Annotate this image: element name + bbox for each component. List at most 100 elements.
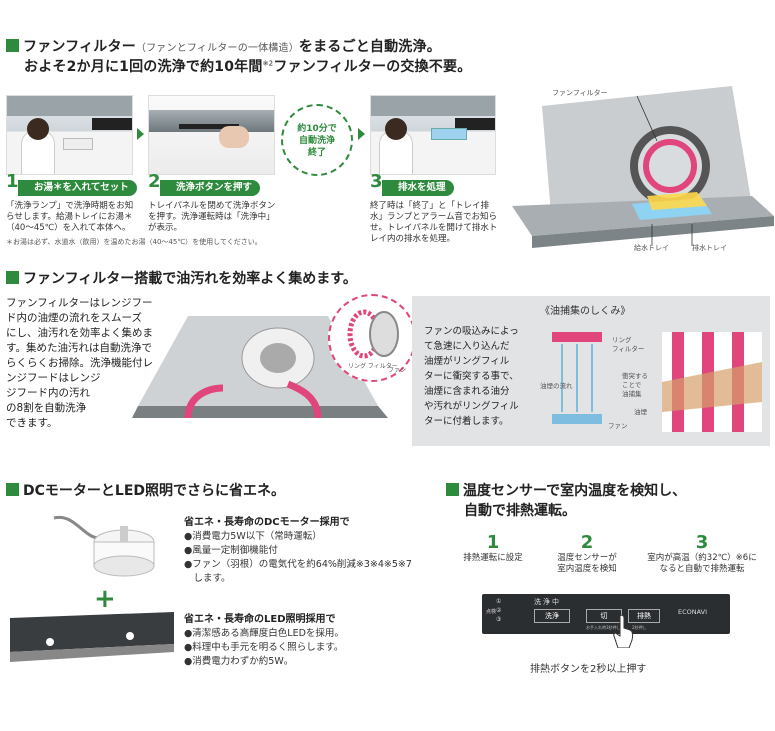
body-line: ファンフィルターはレンジフー [6,297,153,309]
heat-button-caption: 排熱ボタンを2秒以上押す [530,664,647,675]
step3-photo [370,95,496,175]
title-text: ファンフィルター [23,39,136,55]
plus-icon: + [94,584,116,614]
section3-title: DCモーターとLED照明でさらに省エネ。 [6,480,285,500]
motor-title: 省エネ・長寿命のDCモーター採用で [184,517,350,528]
heat-step-1: 1 排熱運転に設定 [448,532,538,564]
step2-photo [148,95,275,175]
mech-line: や汚れがリングフィル [424,401,519,412]
title-text-b: をまるごと自動洗浄。 [298,39,441,55]
led-title: 省エネ・長寿命のLED照明採用で [184,614,336,625]
heat-button-sub: 2秒押し [632,625,647,630]
supply-tray-label: 給水トレイ [634,244,669,252]
mech-line: 油煙がリングフィル [424,356,510,367]
oil-mechanism-panel: 《油捕集のしくみ》 ファンの吸込みによっ て急速に入り込んだ 油煙がリングフィル… [412,296,770,446]
mechanism-title: 《油捕集のしくみ》 [540,306,631,317]
econavi-logo: ECONAVI [678,608,708,616]
mechanism-text: ファンの吸込みによっ て急速に入り込んだ 油煙がリングフィル ターに衝突する事で… [424,324,550,429]
step-number: 2 [148,171,161,192]
title-small: （ファンとフィルターの一体構造） [135,43,299,54]
mechanism-svg [552,332,762,432]
section2-body: ファンフィルターはレンジフー ド内の油煙の流れをスムーズ にし、油汚れを効率よく… [6,296,186,431]
range-hood-svg [512,86,774,248]
drain-tray-label: 排水トレイ [692,244,727,252]
arrow-right-icon [358,128,365,140]
hand-svg [613,614,634,649]
fan-callout-label: ファン [388,367,407,374]
mech-line: ターに衝突する事で、 [424,371,519,382]
mech-line: て急速に入り込んだ [424,341,510,352]
mech-oil-smoke-label: 油煙 [634,408,647,416]
dc-motor-image [44,508,164,588]
step-number: 2 [580,532,594,553]
green-square-icon [446,483,459,496]
step1-tag: 1 お湯＊を入れてセット [6,173,137,196]
motor-bullet: ●消費電力5W以下（常時運転） [184,531,322,542]
step2-desc: トレイパネルを閉めて洗浄ボタンを押す。洗浄運転時は「洗浄中」が表示。 [148,201,276,233]
motor-bullet: ●ファン（羽根）の電気代を約64%削減※3※4※5※7 [184,559,412,570]
step-text: 室内が高温（約32℃）※6に なると自動で排熱運転 [647,553,757,574]
body-line: できます。 [6,417,58,429]
heat-exhaust-button[interactable]: 排熱 [628,609,660,623]
panel-side-label: 点検 [486,609,497,615]
title-line2b-text: ファンフィルターの交換不要。 [273,59,472,75]
step-number: 1 [6,171,19,192]
dc-motor-svg [53,515,155,577]
wash-button[interactable]: 洗浄 [534,609,570,623]
ring-filter-callout-label: リング フィルター [348,363,398,370]
body-line: にし、油汚れを効率よく集めま [6,327,153,339]
mech-line: ファンの吸込みによっ [424,326,519,337]
step1-desc: 「洗浄ランプ」で洗浄時期をお知らせします。給湯トレイにお湯＊（40～45℃）を入… [6,201,134,233]
auto-wash-circle: 約10分で 自動洗浄 終了 [281,104,353,176]
green-square-icon [6,39,19,52]
control-panel: ① ② ③ 点検 洗浄中 洗浄 切 お手入れ時3秒押し 排熱 2秒押し ECON… [482,594,730,634]
mech-line: 油煙に含まれる油分 [424,386,510,397]
heat-step-2: 2 温度センサーが 室内温度を検知 [542,532,632,575]
mech-fan-label: ファン [608,422,628,430]
fan-filter-label: ファンフィルター [552,89,608,97]
step-number: 1 [486,532,500,553]
led-bullet: ●消費電力わずか約5W。 [184,656,294,667]
hot-water-note: ＊お湯は必ず、水道水（飲用）を温めたお湯（40～45℃）を使用してください。 [6,238,262,246]
step-text: 排熱運転に設定 [463,553,523,563]
body-line: ド内の油煙の流れをスムーズ [6,312,142,324]
body-line: す。集めた油汚れは自動洗浄で [6,342,152,354]
step3-desc: 終了時は「終了」と「トレイ排水」ランプとアラーム音でお知らせ。トレイパネルを開け… [370,201,498,244]
section4-title-line1: 温度センサーで室内温度を検知し、 [446,480,686,500]
motor-bullets: ●消費電力5W以下（常時運転） ●風量一定制御機能付 ●ファン（羽根）の電気代を… [184,530,412,586]
body-line: らくらくお掃除。洗浄機能付レ [6,357,153,369]
led-bullet: ●料理中も手元を明るく照らします。 [184,642,344,653]
step1-photo [6,95,133,175]
fan-filter-callout: リング フィルター ファン [328,294,416,382]
row-num: ② [496,607,502,614]
section2-title-text: ファンフィルター搭載で油汚れを効率よく集めます。 [23,271,357,287]
section3-title-text: DCモーターとLED照明でさらに省エネ。 [23,483,286,499]
mech-line: ターに付着します。 [424,416,509,427]
hand-pointer-icon [612,614,634,649]
step3-tag: 3 排水を処理 [370,173,454,196]
green-square-icon [6,271,19,284]
circle-text-1: 約10分で [297,124,337,134]
range-hood-diagram: ファンフィルター 給水トレイ 排水トレイ [512,86,774,258]
section4-title-line2: 自動で排熱運転。 [464,503,576,519]
step-number: 3 [695,532,709,553]
panel-row-nums: ① ② ③ [496,597,501,624]
circle-text-2: 自動洗浄 [298,136,335,146]
motor-bullet: します。 [184,573,231,584]
section1-title-line1: ファンフィルター（ファンとフィルターの一体構造）をまるごと自動洗浄。 [6,36,441,56]
arrow-right-icon [137,128,144,140]
body-line: の8割を自動洗浄 [6,402,87,414]
step-label: お湯＊を入れてセット [34,182,129,193]
step-number: 3 [370,171,383,192]
motor-bullet: ●風量一定制御機能付 [184,545,278,556]
row-num: ① [496,598,502,605]
title-line2-text: およそ2か月に1回の洗浄で約10年間 [24,59,263,75]
step-label: 排水を処理 [398,182,446,193]
led-hood-svg [10,612,174,662]
hood-cutaway-svg [132,316,388,419]
washing-indicator: 洗浄中 [534,598,561,606]
led-bullet: ●清潔感ある高輝度白色LEDを採用。 [184,628,344,639]
green-square-icon [6,483,19,496]
step-label: 洗浄ボタンを押す [176,182,253,193]
step-text: 温度センサーが 室内温度を検知 [557,553,617,574]
